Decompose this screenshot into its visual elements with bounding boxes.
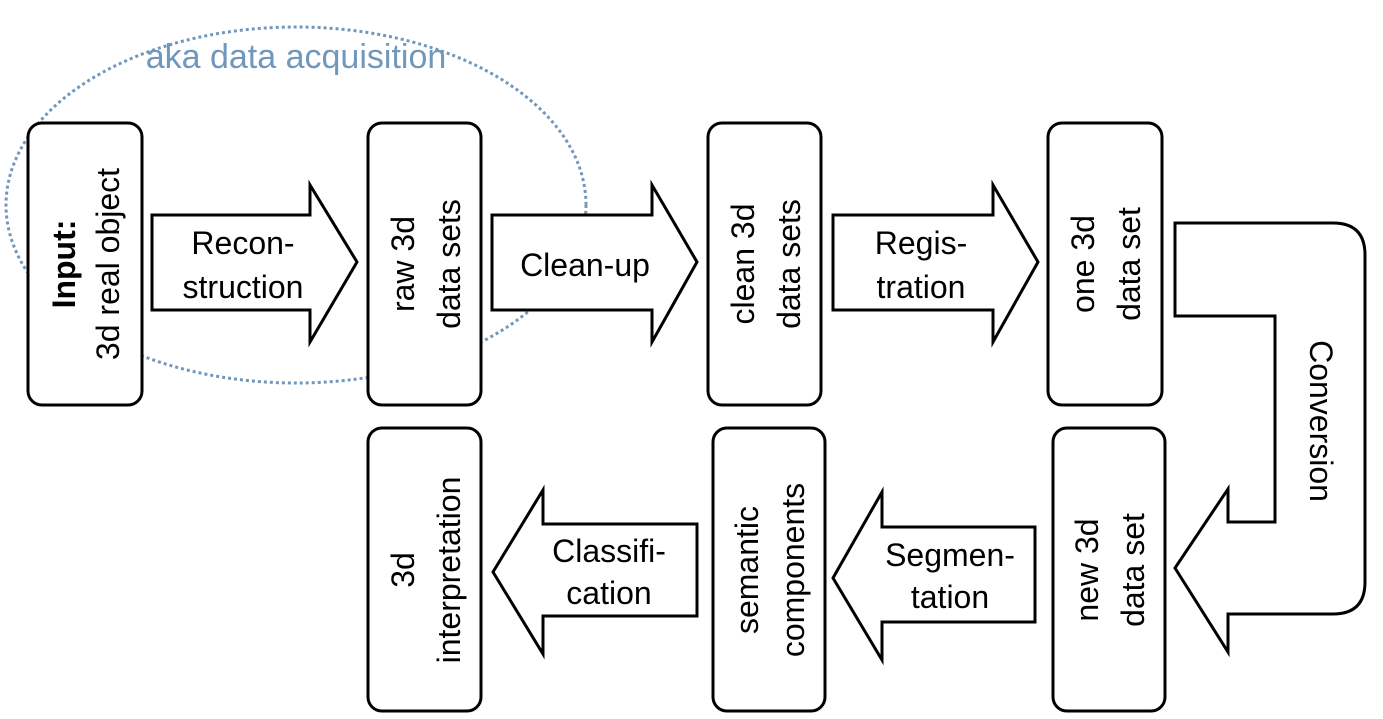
svg-text:one 3d: one 3d bbox=[1065, 215, 1101, 313]
arrow-reconstruction: Recon- struction bbox=[150, 179, 359, 348]
svg-text:interpretation: interpretation bbox=[431, 477, 467, 664]
svg-text:Conversion: Conversion bbox=[1303, 340, 1339, 502]
svg-text:semantic: semantic bbox=[729, 506, 765, 634]
svg-text:Recon-: Recon- bbox=[191, 225, 294, 261]
data-acquisition-ellipse bbox=[4, 25, 588, 385]
input-label-bold: Input: bbox=[46, 220, 82, 309]
box-input: Input: 3d real object bbox=[26, 121, 144, 407]
svg-text:tration: tration bbox=[877, 269, 966, 305]
arrow-classification: Classifi- cation bbox=[491, 484, 699, 660]
svg-text:data set: data set bbox=[1115, 513, 1151, 627]
svg-text:data set: data set bbox=[1111, 207, 1147, 321]
svg-text:components: components bbox=[775, 483, 811, 657]
box-raw-data-sets: raw 3d data sets bbox=[366, 121, 483, 407]
svg-text:struction: struction bbox=[183, 269, 304, 305]
arrow-conversion: Conversion bbox=[1173, 221, 1367, 658]
svg-text:Segmen-: Segmen- bbox=[885, 537, 1015, 573]
svg-text:new 3d: new 3d bbox=[1069, 518, 1105, 621]
svg-text:data sets: data sets bbox=[431, 199, 467, 329]
box-new-data-set: new 3d data set bbox=[1051, 426, 1167, 713]
box-semantic-components: semantic components bbox=[711, 426, 827, 713]
svg-text:Regis-: Regis- bbox=[875, 225, 967, 261]
svg-text:cation: cation bbox=[566, 575, 651, 611]
svg-text:data sets: data sets bbox=[771, 199, 807, 329]
box-3d-interpretation: 3d interpretation bbox=[366, 426, 483, 713]
box-one-data-set: one 3d data set bbox=[1046, 121, 1164, 407]
svg-text:3d real object: 3d real object bbox=[90, 168, 126, 360]
svg-text:clean 3d: clean 3d bbox=[725, 204, 761, 325]
box-clean-data-sets: clean 3d data sets bbox=[706, 121, 823, 407]
data-acquisition-label: aka data acquisition bbox=[146, 38, 447, 76]
svg-text:3d: 3d bbox=[385, 552, 421, 588]
svg-text:Classifi-: Classifi- bbox=[552, 533, 666, 569]
svg-text:tation: tation bbox=[911, 579, 989, 615]
arrow-segmentation: Segmen- tation bbox=[831, 486, 1037, 666]
svg-text:Clean-up: Clean-up bbox=[520, 247, 650, 283]
arrow-cleanup: Clean-up bbox=[490, 179, 699, 348]
svg-text:Input:: Input: bbox=[46, 220, 82, 309]
svg-text:raw 3d: raw 3d bbox=[385, 216, 421, 312]
arrow-registration: Regis- tration bbox=[831, 179, 1040, 348]
